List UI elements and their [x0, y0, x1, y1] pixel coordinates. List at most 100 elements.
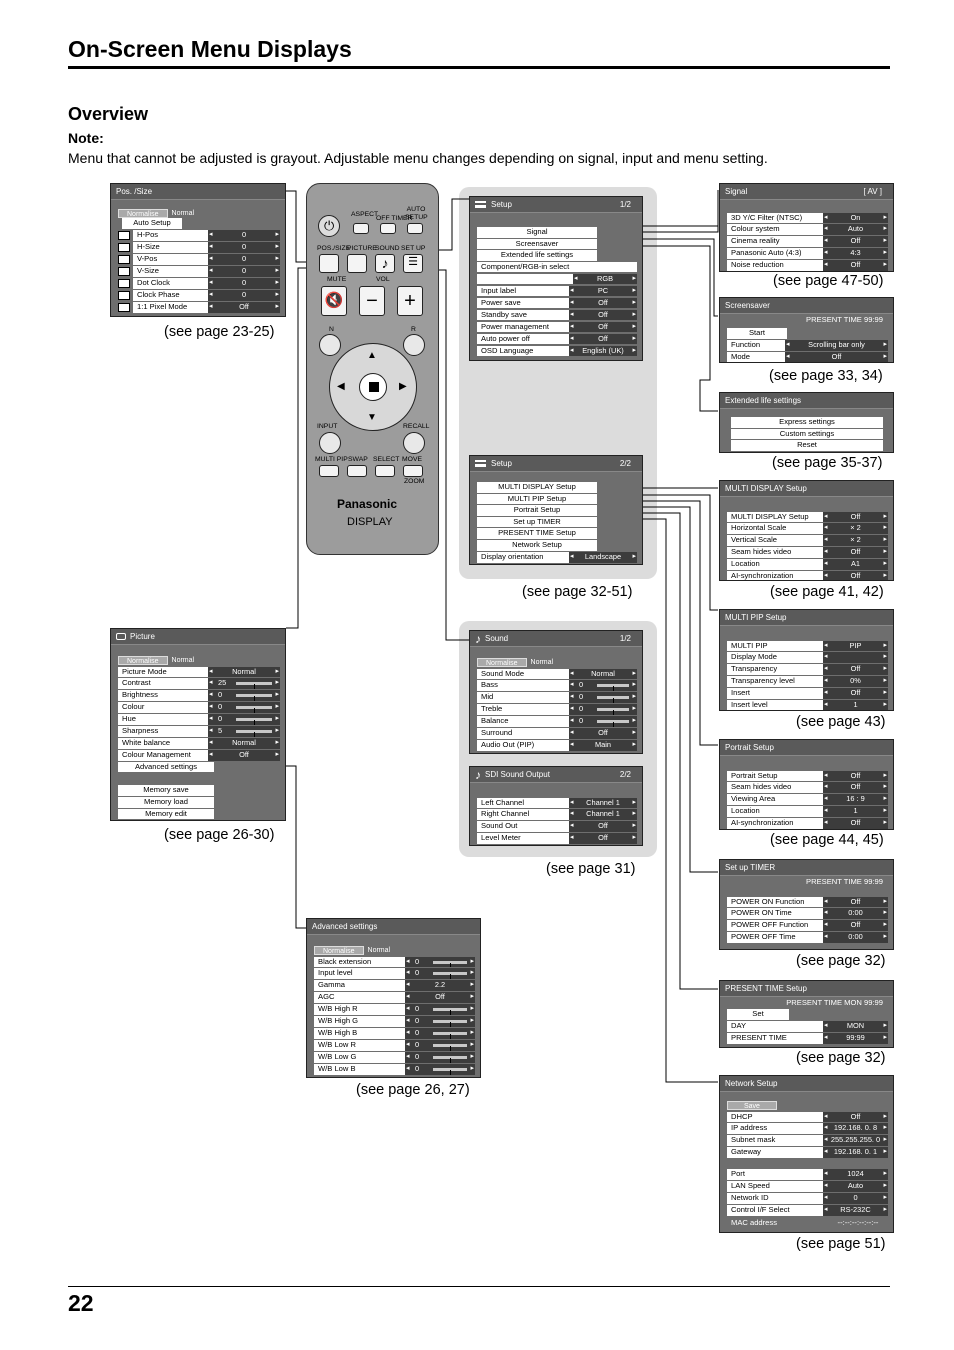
menu-button[interactable]: Screensaver — [477, 238, 597, 250]
menu-button[interactable]: Set up TIMER — [477, 516, 597, 528]
row-value[interactable]: Off — [405, 992, 475, 1004]
start-button[interactable]: Start — [727, 328, 787, 339]
menu-row[interactable]: Noise reductionOff — [727, 260, 888, 271]
menu-row[interactable]: OSD LanguageEnglish (UK) — [477, 345, 637, 357]
row-value[interactable]: 0:00 — [823, 908, 888, 920]
swap-button[interactable] — [347, 465, 367, 477]
menu-row[interactable]: IP address192.168. 0. 8 — [727, 1123, 888, 1135]
menu-row[interactable]: Control I/F SelectRS-232C — [727, 1205, 888, 1217]
picture-button[interactable] — [347, 254, 367, 273]
menu-row[interactable]: Power managementOff — [477, 321, 637, 333]
vol-down-button[interactable]: − — [359, 286, 385, 316]
menu-row[interactable]: Sound ModeNormal — [477, 668, 637, 680]
menu-row[interactable]: MULTI DISPLAY SetupOff — [727, 511, 888, 523]
n-button[interactable] — [319, 334, 341, 356]
menu-row[interactable]: Standby saveOff — [477, 309, 637, 321]
row-value[interactable]: 0 — [208, 230, 280, 241]
menu-row[interactable]: SurroundOff — [477, 728, 637, 740]
row-value[interactable]: Off — [569, 333, 637, 345]
power-button[interactable]: ⏻ — [318, 215, 340, 237]
row-value[interactable]: 0% — [823, 676, 888, 688]
menu-row[interactable]: Sound OutOff — [477, 821, 637, 833]
row-value[interactable]: 255.255.255. 0 — [823, 1135, 888, 1147]
menu-row[interactable]: Brightness0 — [118, 690, 280, 702]
row-value[interactable]: Off — [823, 818, 888, 829]
row-value[interactable]: RS-232C — [823, 1205, 888, 1216]
menu-row[interactable]: Panasonic Auto (4:3)4:3 — [727, 248, 888, 260]
menu-row[interactable]: V-Size0 — [118, 266, 280, 278]
row-value[interactable]: Off — [208, 750, 280, 761]
menu-row[interactable]: Colour ManagementOff — [118, 750, 280, 762]
menu-row[interactable]: Colour0 — [118, 702, 280, 714]
row-value[interactable]: 0 — [208, 266, 280, 277]
row-value[interactable]: 0 — [208, 714, 280, 726]
menu-button[interactable]: Express settings — [731, 417, 883, 428]
menu-row[interactable]: Contrast25 — [118, 678, 280, 690]
menu-button[interactable]: MULTI DISPLAY Setup — [477, 482, 597, 493]
row-value[interactable]: 192.168. 0. 8 — [823, 1123, 888, 1135]
menu-row[interactable]: Clock Phase0 — [118, 290, 280, 302]
menu-button[interactable]: MULTI PIP Setup — [477, 493, 597, 505]
menu-row[interactable]: Subnet mask255.255.255. 0 — [727, 1135, 888, 1147]
menu-row[interactable]: V-Pos0 — [118, 254, 280, 266]
row-value[interactable]: A1 — [823, 559, 888, 571]
menu-row[interactable]: TransparencyOff — [727, 664, 888, 676]
normalise-button[interactable]: Normalise — [314, 945, 364, 955]
row-value[interactable]: 192.168. 0. 1 — [823, 1147, 888, 1159]
menu-row[interactable]: Seam hides videoOff — [727, 547, 888, 559]
menu-row[interactable]: LocationA1 — [727, 559, 888, 571]
row-value[interactable]: English (UK) — [569, 345, 637, 357]
menu-row[interactable]: Portrait SetupOff — [727, 770, 888, 782]
row-value[interactable]: 1 — [823, 700, 888, 710]
row-value[interactable]: 0 — [405, 1004, 475, 1016]
menu-row[interactable]: Right ChannelChannel 1 — [477, 809, 637, 821]
menu-row[interactable]: POWER ON Time0:00 — [727, 908, 888, 920]
row-value[interactable]: Off — [785, 352, 888, 362]
row-value[interactable]: 0 — [569, 716, 637, 728]
row-value[interactable]: Off — [823, 664, 888, 676]
row-value[interactable]: 0 — [569, 680, 637, 692]
normalise-button[interactable]: Normalise — [477, 657, 527, 667]
row-value[interactable]: Off — [823, 770, 888, 782]
menu-row[interactable]: W/B High R0 — [314, 1004, 475, 1016]
menu-row[interactable]: Display Mode — [727, 652, 888, 664]
menu-row[interactable]: Transparency level0% — [727, 676, 888, 688]
normalise-button[interactable]: Normalise — [118, 655, 168, 665]
menu-row[interactable]: AGCOff — [314, 992, 475, 1004]
row-value[interactable]: Off — [823, 688, 888, 700]
row-value[interactable]: 0:00 — [823, 932, 888, 944]
row-value[interactable]: Off — [823, 920, 888, 932]
menu-row[interactable]: DAYMON — [727, 1021, 888, 1033]
menu-button[interactable]: Reset — [731, 440, 883, 451]
row-value[interactable]: 16 : 9 — [823, 794, 888, 806]
auto-setup-button[interactable]: Auto Setup — [122, 218, 182, 229]
menu-row[interactable]: Insert level1 — [727, 700, 888, 710]
select-button[interactable] — [375, 465, 395, 477]
row-value[interactable]: 0 — [208, 242, 280, 253]
row-value[interactable]: Off — [823, 236, 888, 248]
row-value[interactable]: Off — [823, 782, 888, 794]
row-value[interactable]: Off — [823, 547, 888, 559]
row-value[interactable]: 5 — [208, 726, 280, 738]
dpad-center-button[interactable] — [359, 373, 387, 401]
menu-button[interactable]: Custom settings — [731, 428, 883, 440]
row-value[interactable]: 0 — [208, 254, 280, 265]
setup-button[interactable]: ☰ — [403, 254, 423, 273]
row-value[interactable]: × 2 — [823, 523, 888, 535]
menu-row[interactable]: MULTI PIPPIP — [727, 640, 888, 652]
menu-row[interactable]: Port1024 — [727, 1169, 888, 1181]
autosetup-button[interactable] — [407, 223, 423, 234]
move-button[interactable] — [403, 465, 423, 477]
menu-row[interactable]: Horizontal Scale× 2 — [727, 523, 888, 535]
row-value[interactable]: 0 — [208, 278, 280, 289]
row-value[interactable]: 0 — [405, 956, 475, 968]
input-button[interactable] — [319, 432, 341, 454]
menu-row[interactable]: H-Pos0 — [118, 230, 280, 242]
aspect-button[interactable] — [353, 223, 369, 234]
row-value[interactable]: Scrolling bar only — [785, 340, 888, 351]
menu-button[interactable]: Memory save — [118, 785, 214, 797]
row-value[interactable]: Normal — [208, 738, 280, 749]
row-value[interactable]: PC — [569, 285, 637, 297]
menu-row[interactable]: Sharpness5 — [118, 726, 280, 738]
menu-row[interactable]: InsertOff — [727, 688, 888, 700]
